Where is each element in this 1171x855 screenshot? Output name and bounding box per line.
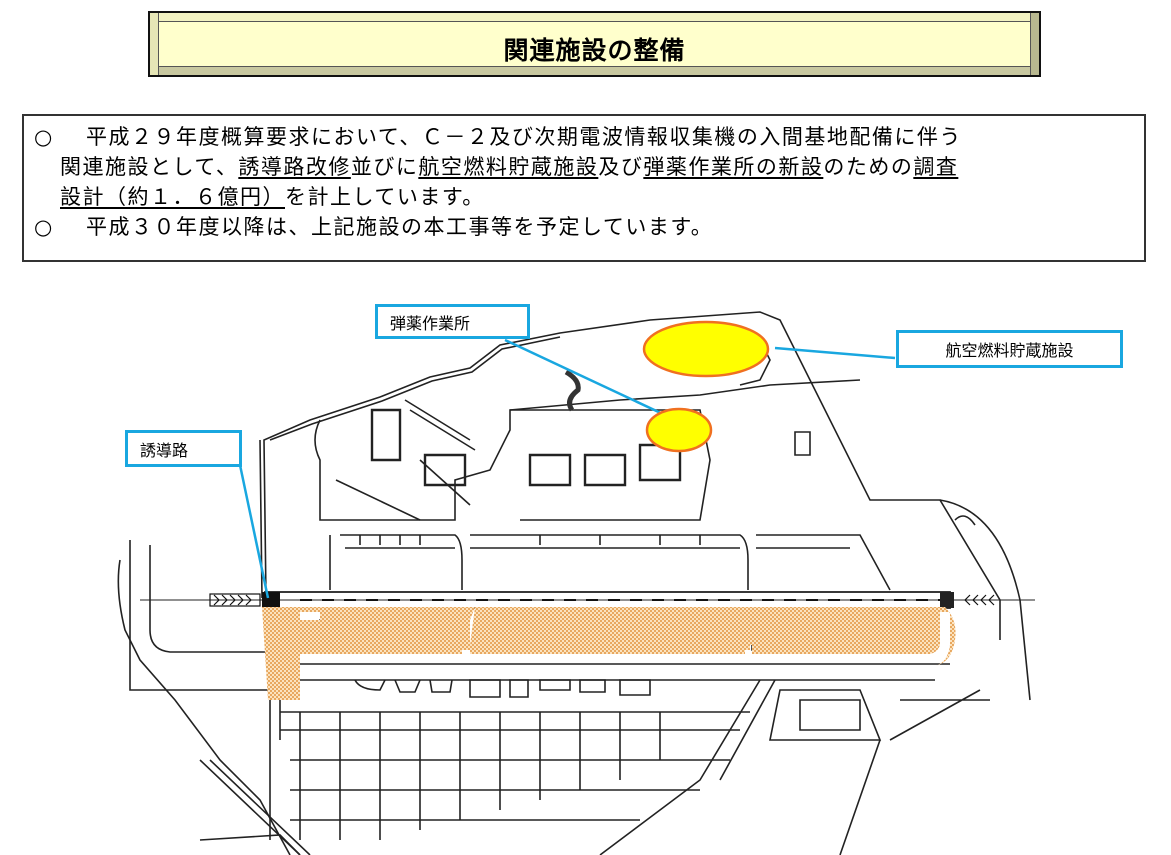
underlined-fuel-storage: 航空燃料貯蔵施設 [418, 155, 599, 179]
underlined-ammo-facility: 弾薬作業所の新設 [643, 155, 824, 179]
summary-item-1-line-3: 設計（約１．６億円）を計上しています。 [60, 185, 485, 209]
underlined-taxiway-repair: 誘導路改修 [238, 155, 351, 179]
summary-box: ○平成２９年度概算要求において、Ｃ－２及び次期電波情報収集機の入間基地配備に伴う… [22, 114, 1146, 262]
airbase-plan-drawing [117, 311, 1035, 855]
taxiway-highlight [262, 607, 956, 700]
bullet-circle-icon: ○ [34, 215, 54, 239]
title-banner: 関連施設の整備 [148, 11, 1041, 77]
summary-item-1-line-1: ○平成２９年度概算要求において、Ｃ－２及び次期電波情報収集機の入間基地配備に伴う [34, 122, 1144, 152]
callout-taxiway: 誘導路 [125, 430, 242, 467]
east-threshold-marking [940, 592, 954, 608]
page-title: 関連施設の整備 [503, 36, 686, 65]
summary-item-1-line-2: 関連施設として、誘導路改修並びに航空燃料貯蔵施設及び弾薬作業所の新設のための調査 [60, 155, 959, 179]
bevel-top [150, 13, 1039, 22]
base-map: 弾薬作業所 航空燃料貯蔵施設 誘導路 [0, 290, 1171, 855]
fuel-storage-highlight [642, 320, 770, 378]
bevel-left [150, 13, 159, 75]
ammo-facility-highlight [645, 407, 713, 453]
bevel-right [1030, 13, 1039, 75]
underlined-design-cost: 設計（約１．６億円） [60, 185, 285, 209]
bevel-bottom [150, 66, 1039, 75]
callout-leaders [238, 338, 896, 599]
underlined-survey: 調査 [913, 155, 959, 179]
taxiway-threshold-marking [262, 592, 280, 608]
callout-fuel-storage: 航空燃料貯蔵施設 [896, 330, 1123, 368]
bullet-circle-icon: ○ [34, 125, 54, 149]
runway-chevrons-east [964, 594, 995, 606]
map-outlines [117, 311, 1035, 855]
summary-item-2: ○平成３０年度以降は、上記施設の本工事等を予定しています。 [34, 212, 1144, 242]
callout-ammunition-facility: 弾薬作業所 [375, 304, 530, 339]
runway-chevrons-west [209, 593, 261, 607]
